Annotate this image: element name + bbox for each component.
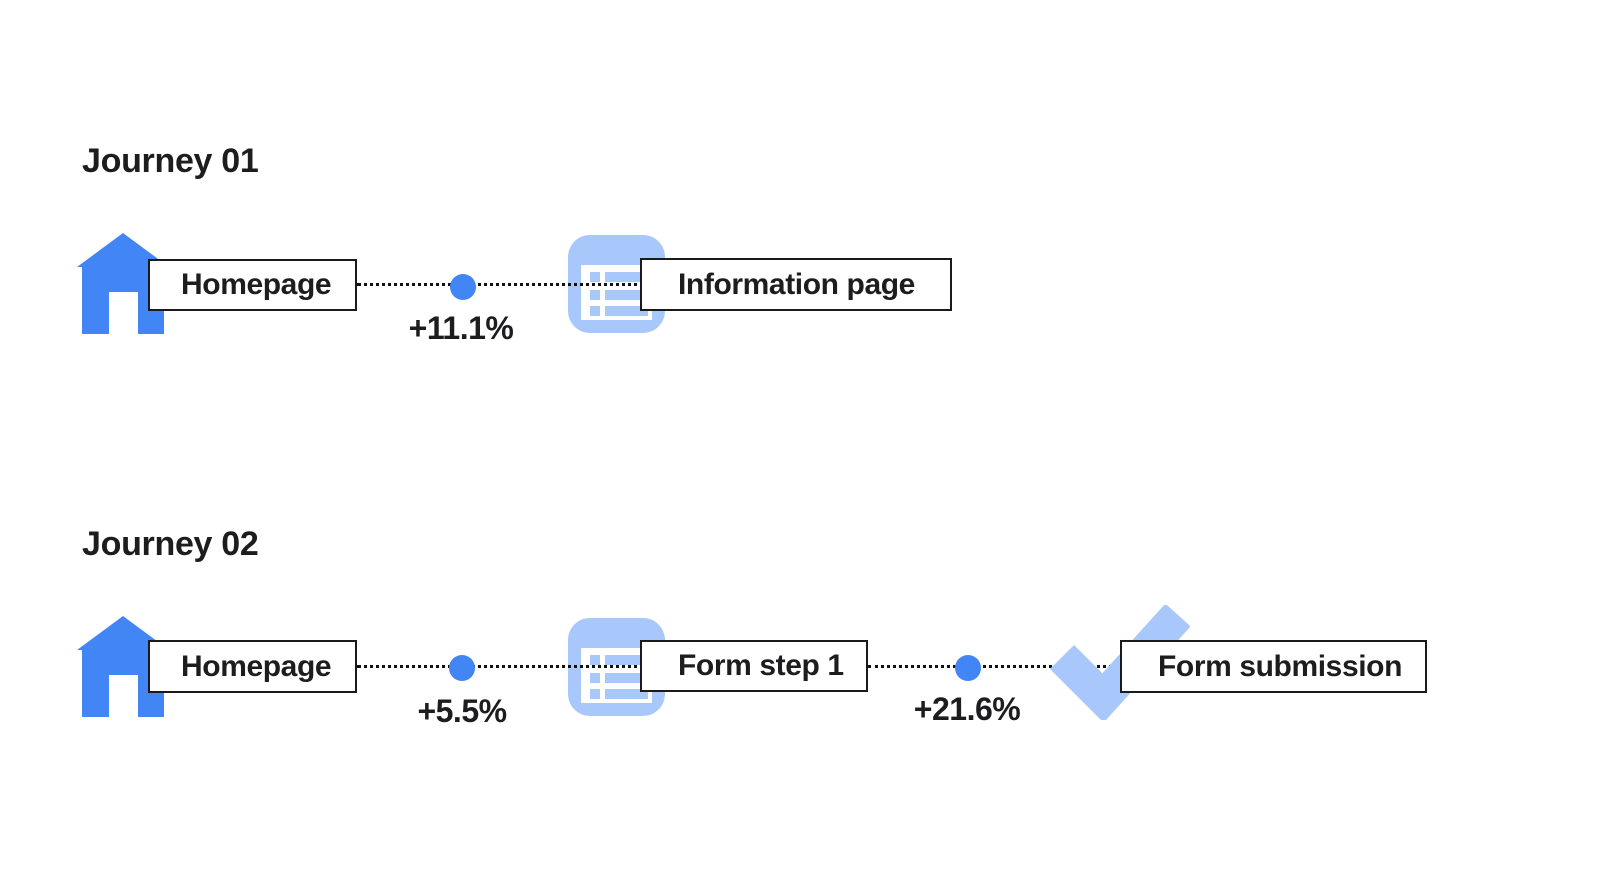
step-label: Form step 1 — [678, 649, 844, 682]
home-icon — [77, 233, 169, 334]
transition-percentage: +11.1% — [408, 310, 514, 346]
home-icon — [77, 616, 169, 717]
transition-percentage: +5.5% — [417, 693, 507, 729]
step-box-homepage: Homepage — [148, 640, 357, 693]
step-box-form-submission: Form submission — [1120, 640, 1427, 693]
connector-line — [868, 665, 1125, 668]
step-label: Form submission — [1158, 649, 1403, 683]
step-box-information-page: Information page — [640, 258, 952, 311]
connector-line — [357, 283, 645, 286]
step-box-form-step-1: Form step 1 — [640, 640, 868, 692]
conversion-dot — [449, 655, 475, 681]
step-label: Homepage — [181, 268, 332, 301]
journey-1-title: Journey 01 — [82, 142, 259, 180]
step-label: Homepage — [181, 649, 332, 683]
conversion-dot — [450, 274, 476, 300]
conversion-dot — [955, 655, 981, 681]
step-box-homepage: Homepage — [148, 259, 357, 311]
step-label: Information page — [678, 267, 915, 301]
connector-line — [357, 665, 645, 668]
transition-percentage: +21.6% — [913, 691, 1021, 727]
journey-2-title: Journey 02 — [82, 525, 259, 563]
